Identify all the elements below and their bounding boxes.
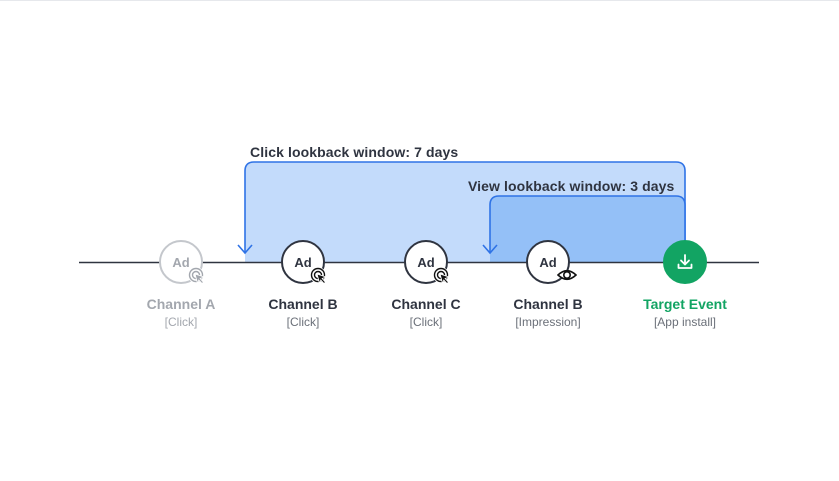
cursor-click-icon bbox=[310, 267, 328, 286]
touchpoint-channel-b-click[interactable]: Ad bbox=[281, 240, 328, 286]
cursor-click-icon bbox=[188, 267, 206, 286]
touchpoint-type: [Impression] bbox=[515, 315, 581, 329]
target-event-app-install[interactable] bbox=[663, 240, 707, 284]
download-icon bbox=[677, 254, 693, 269]
touchpoint-name: Channel A bbox=[146, 296, 216, 312]
touchpoint-name: Channel B bbox=[513, 296, 583, 312]
touchpoint-type: [Click] bbox=[164, 315, 198, 329]
touchpoint-channel-c-click[interactable]: Ad bbox=[404, 240, 451, 286]
touchpoint-type: [Click] bbox=[409, 315, 443, 329]
touchpoint-channel-b-impression[interactable]: Ad bbox=[526, 240, 577, 284]
touchpoint-name: Channel C bbox=[391, 296, 461, 312]
top-divider bbox=[0, 0, 839, 1]
eye-icon bbox=[557, 269, 577, 281]
target-event-circle bbox=[663, 240, 707, 284]
target-event-name: Target Event bbox=[643, 296, 727, 312]
click-window-arrow bbox=[237, 244, 253, 255]
click-window-border bbox=[244, 161, 686, 252]
view-window-border bbox=[489, 195, 686, 252]
ad-icon: Ad bbox=[526, 240, 570, 284]
view-window-area bbox=[490, 196, 685, 262]
target-event-type: [App install] bbox=[653, 315, 717, 329]
touchpoint-type: [Click] bbox=[286, 315, 320, 329]
click-window-label: Click lookback window: 7 days bbox=[250, 144, 459, 160]
view-window-arrow bbox=[482, 244, 498, 255]
cursor-click-icon bbox=[433, 267, 451, 286]
touchpoint-name: Channel B bbox=[268, 296, 338, 312]
view-window-label: View lookback window: 3 days bbox=[468, 178, 675, 194]
touchpoint-channel-a-click[interactable]: Ad bbox=[159, 240, 206, 286]
